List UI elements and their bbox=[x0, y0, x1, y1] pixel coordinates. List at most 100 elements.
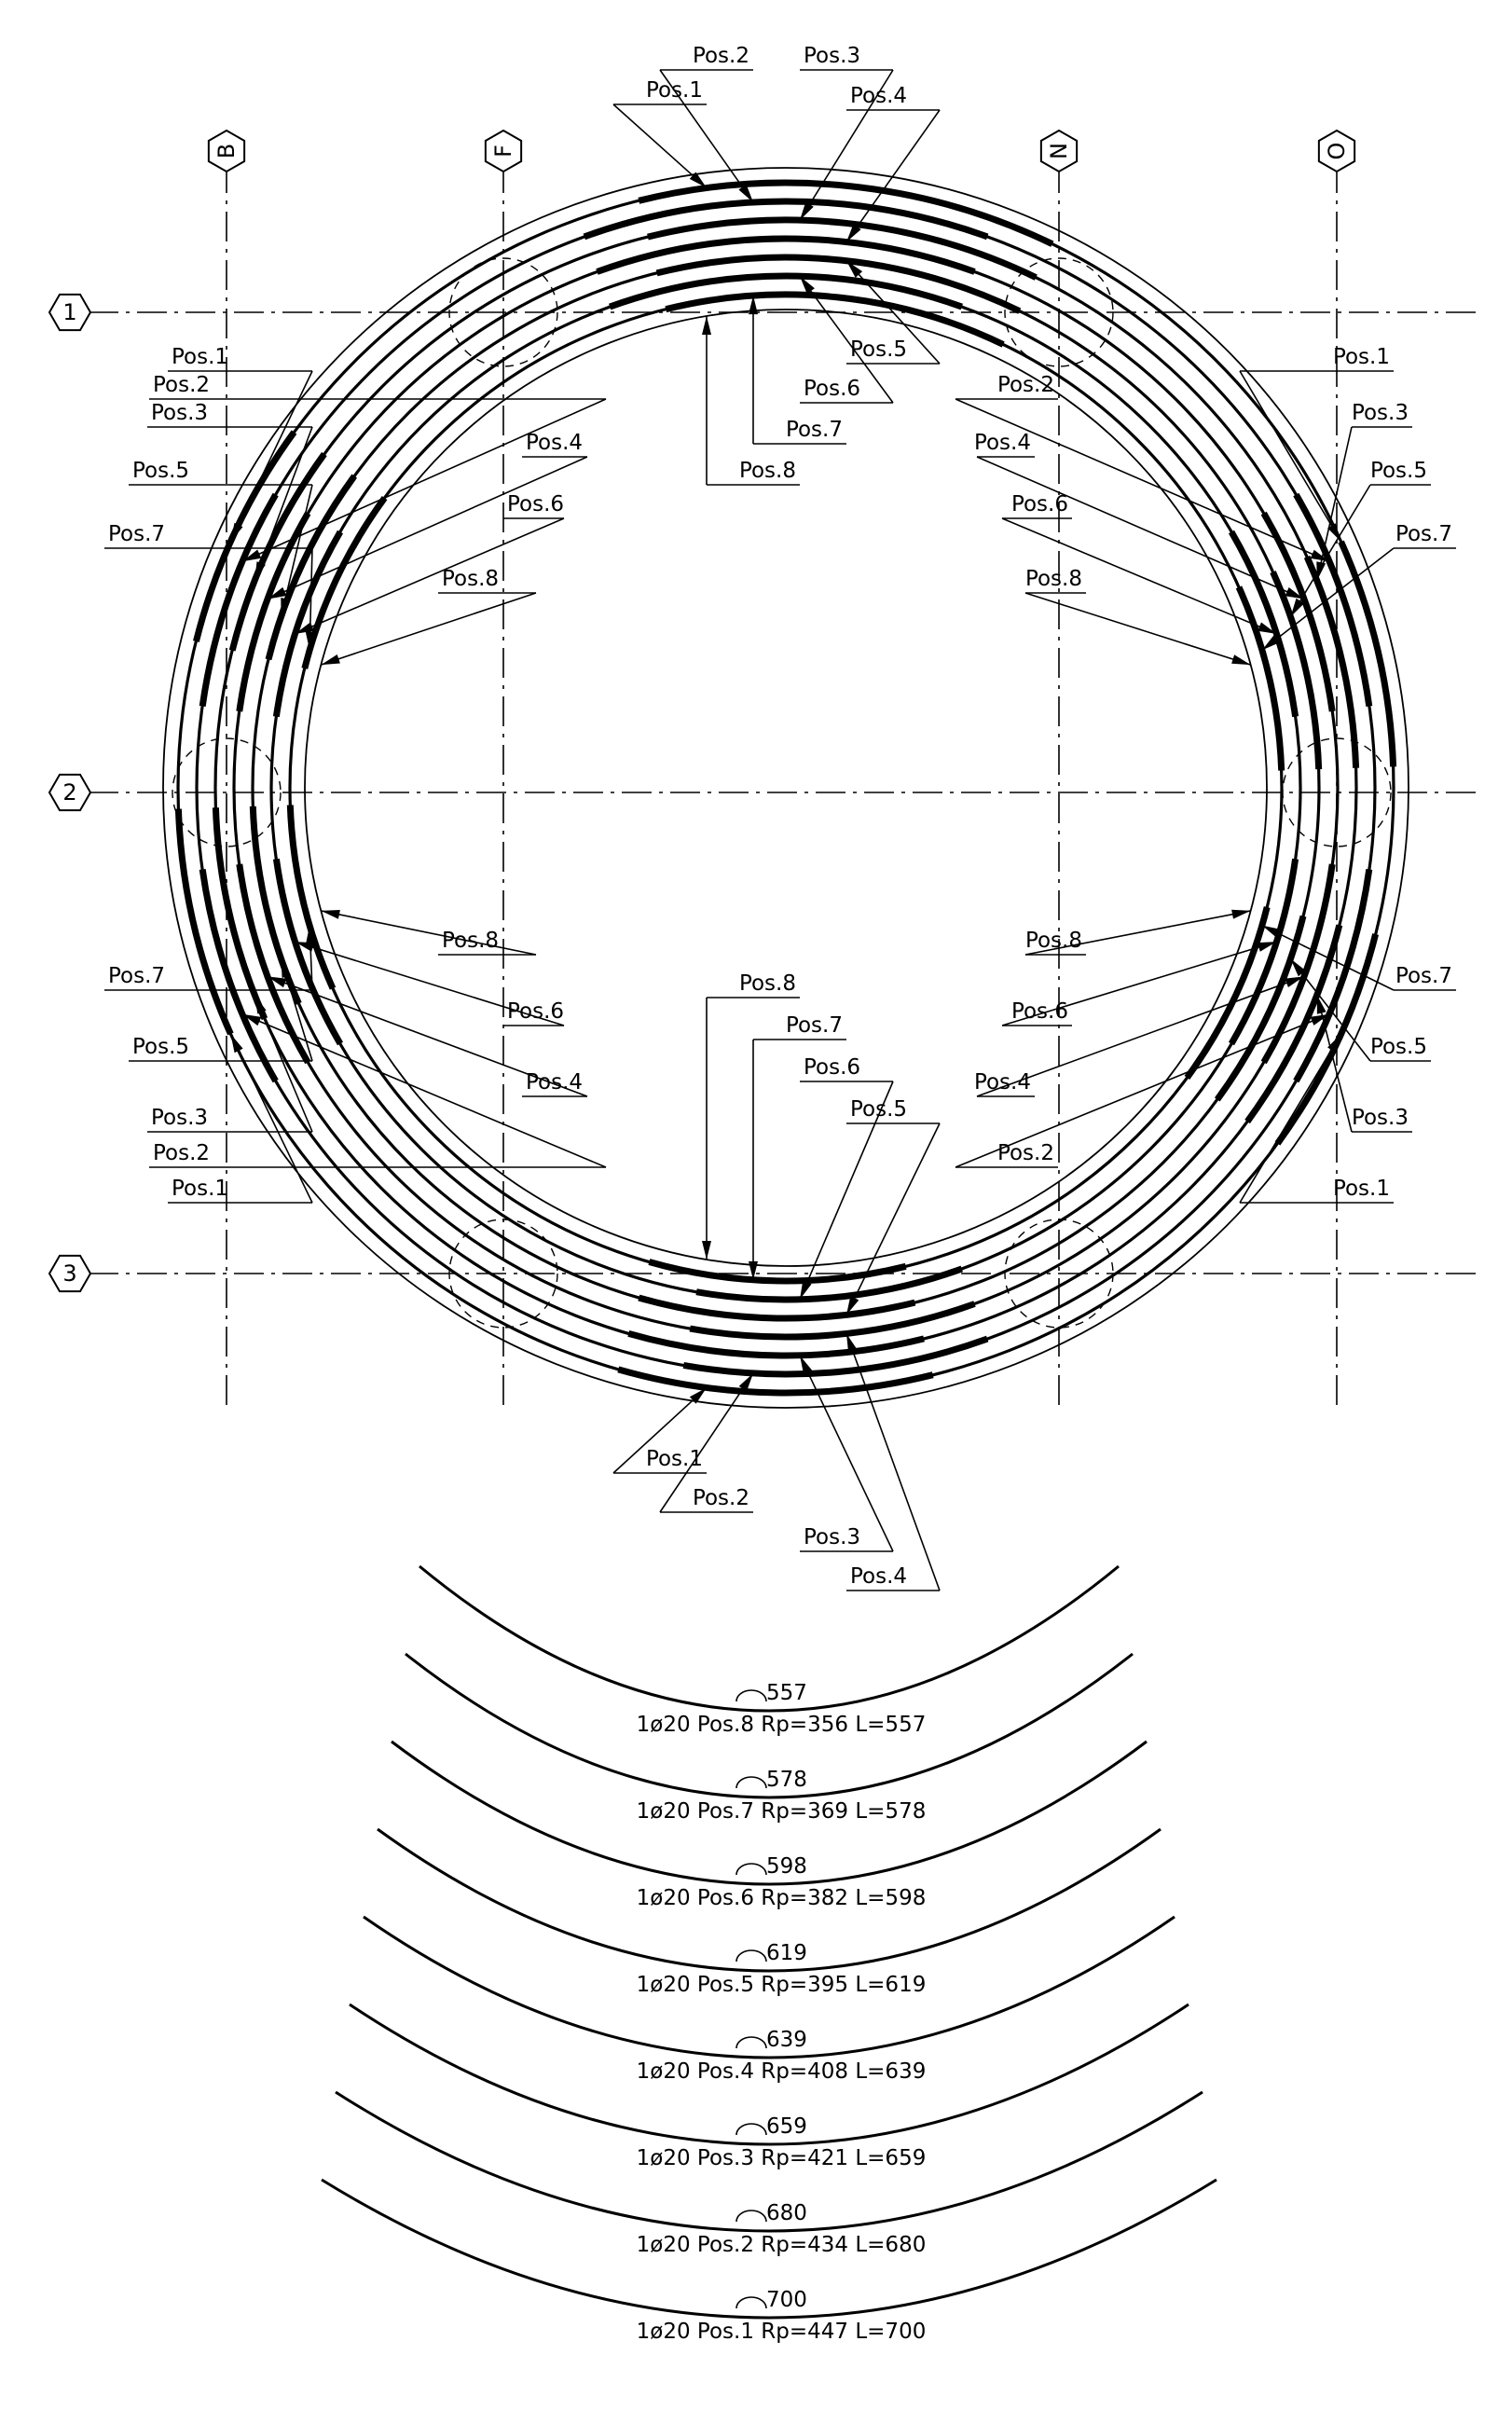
lap-splice-pos-5-1 bbox=[249, 806, 302, 1005]
callout-top-2-arrow bbox=[738, 184, 753, 202]
callout-lower-right-8-arrow bbox=[1231, 909, 1251, 919]
bar-arc-length-1: 700 bbox=[766, 2288, 807, 2312]
callout-upper-right-3-leader bbox=[1316, 426, 1353, 581]
callout-top-8-arrow bbox=[702, 316, 711, 335]
callout-top-5-leader bbox=[845, 260, 941, 365]
callout-lower-right-5-label: Pos.5 bbox=[1370, 1035, 1427, 1059]
grid-lines bbox=[89, 163, 1482, 1412]
arc-symbol-3 bbox=[735, 2123, 767, 2136]
bar-schedule-label-5: 1ø20 Pos.5 Rp=395 L=619 bbox=[637, 1973, 927, 1997]
lap-splice-pos-7-1 bbox=[286, 805, 337, 990]
arc-symbol-4 bbox=[735, 2036, 767, 2049]
bar-ring-pos-4 bbox=[232, 237, 1340, 1339]
lap-splice-pos-5-3 bbox=[1270, 571, 1323, 770]
callout-lower-left-3-arrow bbox=[254, 995, 267, 1014]
callout-bottom-4-leader bbox=[845, 1333, 941, 1591]
bar-arc-length-2: 680 bbox=[766, 2201, 807, 2225]
lap-splice-pos-6-0 bbox=[1228, 858, 1299, 1046]
axis-bubble-col-N bbox=[1039, 129, 1079, 173]
callout-top-6-arrow bbox=[800, 276, 815, 295]
lap-splice-pos-4-3 bbox=[1260, 511, 1336, 712]
arc-symbol-8 bbox=[735, 1689, 767, 1702]
bar-schedule-label-6: 1ø20 Pos.6 Rp=382 L=598 bbox=[637, 1886, 927, 1910]
callout-lower-right-7-label: Pos.7 bbox=[1395, 964, 1452, 988]
bar-arc-length-3: 659 bbox=[766, 2114, 807, 2139]
arc-symbol-5 bbox=[735, 1949, 767, 1962]
lap-splice-pos-1-3 bbox=[1338, 540, 1397, 767]
callout-top-7-arrow bbox=[749, 296, 758, 315]
callout-lower-left-5-label: Pos.5 bbox=[132, 1035, 189, 1059]
callout-lower-left-2-leader bbox=[241, 1012, 607, 1168]
lap-splice-pos-6-3 bbox=[1228, 530, 1299, 718]
callout-upper-right-4-leader bbox=[976, 456, 1305, 600]
callout-upper-left-7-label: Pos.7 bbox=[108, 522, 165, 546]
callout-upper-right-2-arrow bbox=[1310, 549, 1330, 562]
bar-ring-pos-5 bbox=[251, 255, 1321, 1320]
callout-bottom-6-label: Pos.6 bbox=[804, 1055, 860, 1080]
lap-splice-pos-4-2 bbox=[236, 511, 311, 712]
callout-top-3-label: Pos.3 bbox=[804, 44, 860, 68]
callout-lower-right-3-label: Pos.3 bbox=[1352, 1106, 1409, 1130]
callout-upper-left-8-label: Pos.8 bbox=[442, 567, 499, 591]
axis-label-row-1: 1 bbox=[62, 299, 76, 325]
lap-zone-circle-5 bbox=[1004, 1219, 1114, 1329]
callout-lower-right-8-leader bbox=[1024, 910, 1251, 956]
axis-bubble-col-F bbox=[484, 129, 523, 173]
callout-bottom-4-label: Pos.4 bbox=[850, 1564, 907, 1589]
callout-top-8-label: Pos.8 bbox=[739, 459, 796, 483]
callout-top-3-leader bbox=[799, 69, 894, 221]
callout-bottom-6-leader bbox=[799, 1081, 894, 1301]
callout-bottom-8-label: Pos.8 bbox=[739, 971, 796, 996]
callout-upper-left-5-label: Pos.5 bbox=[132, 459, 189, 483]
callout-upper-left-1-label: Pos.1 bbox=[172, 345, 228, 369]
callout-bottom-2-arrow bbox=[738, 1373, 753, 1392]
callout-top-5-label: Pos.5 bbox=[850, 337, 907, 362]
callout-lower-left-5-arrow bbox=[281, 958, 292, 978]
bar-arc-length-8: 557 bbox=[766, 1681, 807, 1705]
callout-upper-left-2-label: Pos.2 bbox=[153, 373, 210, 397]
lap-zone-circle-1 bbox=[1004, 257, 1114, 367]
lap-splice-pos-2-0 bbox=[1293, 869, 1373, 1083]
bar-schedule-label-8: 1ø20 Pos.8 Rp=356 L=557 bbox=[637, 1713, 927, 1737]
callout-lower-right-7-leader bbox=[1261, 924, 1395, 991]
bar-arc-length-7: 578 bbox=[766, 1768, 807, 1792]
callout-upper-right-6-arrow bbox=[1258, 622, 1277, 634]
callout-upper-left-4-label: Pos.4 bbox=[526, 431, 583, 455]
lap-splice-pos-4-0 bbox=[1260, 863, 1336, 1065]
callout-upper-right-5-leader bbox=[1289, 484, 1371, 618]
callout-bottom-4-arrow bbox=[846, 1333, 858, 1353]
callout-upper-right-1-arrow bbox=[1327, 523, 1341, 543]
callout-bottom-3-arrow bbox=[800, 1355, 813, 1374]
bar-ring-pos-3 bbox=[213, 218, 1358, 1357]
callout-top-2-leader bbox=[659, 69, 754, 203]
callout-lower-left-1-arrow bbox=[230, 1033, 243, 1054]
callout-lower-right-3-arrow bbox=[1316, 995, 1326, 1014]
lap-splice-pos-7-5 bbox=[665, 291, 1005, 348]
axis-bubble-row-1 bbox=[48, 293, 92, 332]
callout-lower-right-6-leader bbox=[1001, 941, 1277, 1026]
callout-lower-right-3-leader bbox=[1316, 995, 1353, 1133]
callout-top-4-arrow bbox=[846, 224, 861, 242]
callout-upper-left-3-arrow bbox=[254, 561, 266, 581]
callout-upper-right-8-label: Pos.8 bbox=[1025, 567, 1082, 591]
axis-label-row-3: 3 bbox=[62, 1260, 76, 1287]
callout-upper-left-6-label: Pos.6 bbox=[507, 492, 564, 516]
lap-splice-pos-4-5 bbox=[596, 235, 976, 275]
bar-arc-length-6: 598 bbox=[766, 1854, 807, 1879]
callout-lower-right-2-leader bbox=[955, 1012, 1330, 1168]
callout-lower-left-7-arrow bbox=[306, 925, 315, 944]
callout-lower-left-7-label: Pos.7 bbox=[108, 964, 165, 988]
callout-upper-left-3-leader bbox=[254, 426, 313, 582]
callout-lower-left-4-arrow bbox=[268, 976, 287, 988]
callout-bottom-2-leader bbox=[659, 1372, 754, 1513]
callout-upper-left-4-leader bbox=[267, 456, 588, 600]
axis-bubble-col-B bbox=[207, 129, 246, 173]
callout-lower-left-1-label: Pos.1 bbox=[172, 1177, 228, 1201]
callout-bottom-2-label: Pos.2 bbox=[693, 1486, 749, 1510]
lap-splice-pos-6-5 bbox=[609, 272, 963, 310]
callout-upper-right-2-leader bbox=[955, 398, 1330, 562]
arc-symbol-6 bbox=[735, 1863, 767, 1876]
